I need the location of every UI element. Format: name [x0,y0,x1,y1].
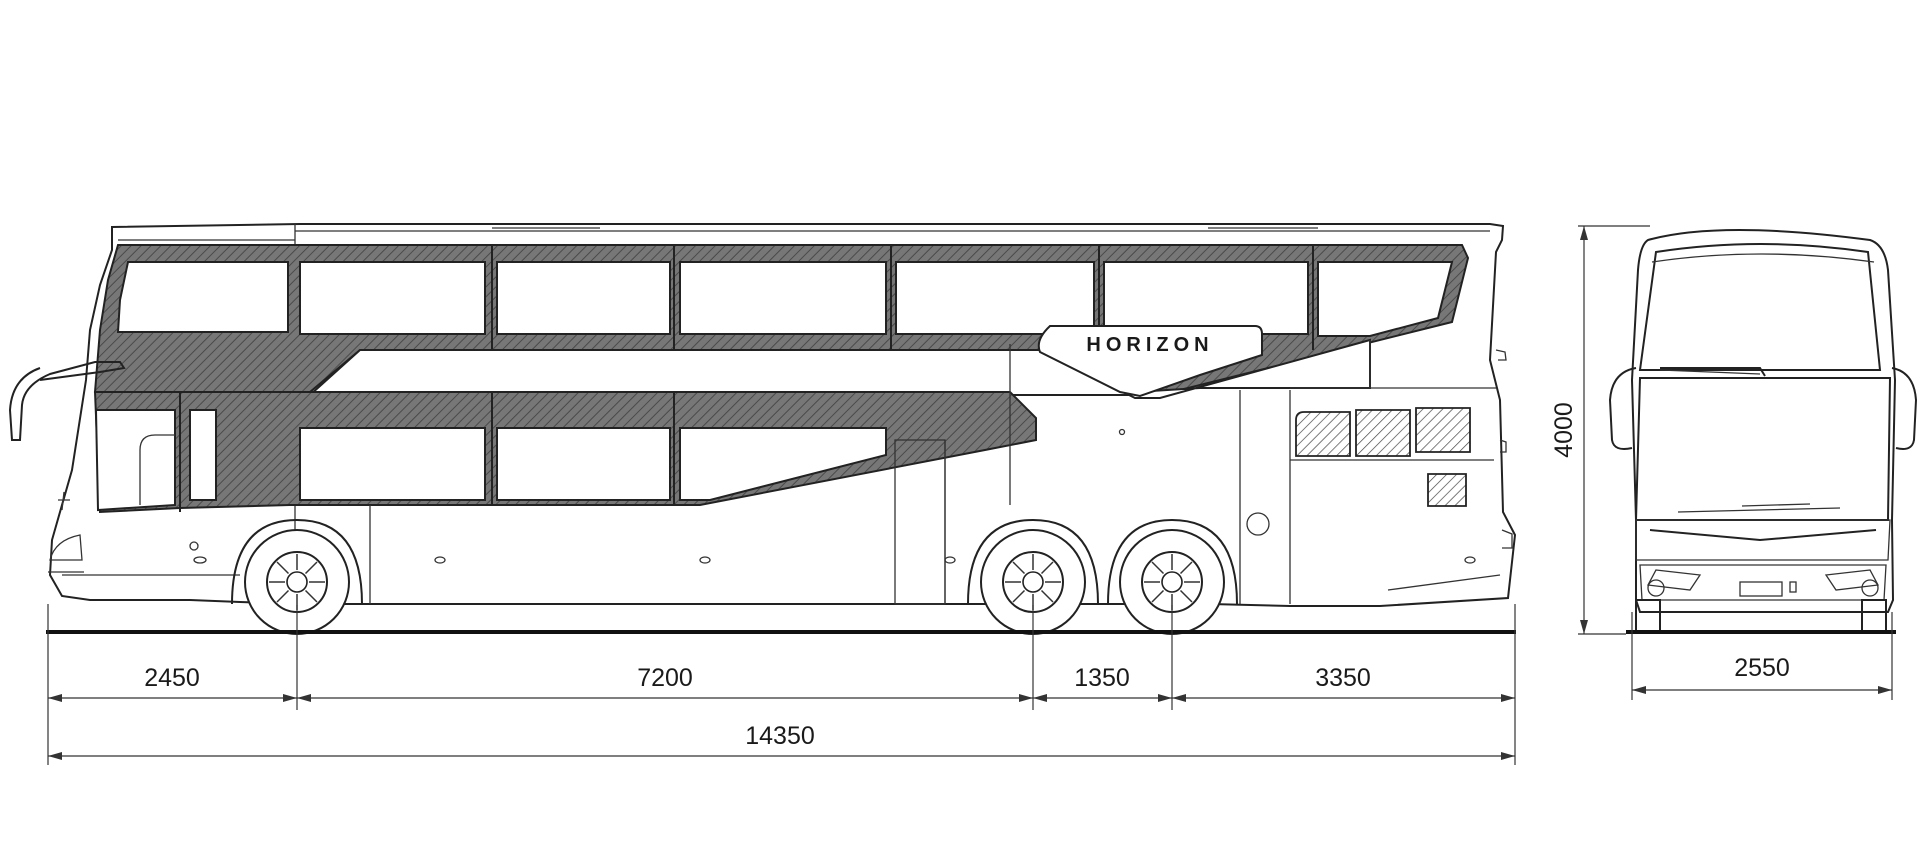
bus-side-view: HORIZON [8,223,1517,635]
front-dimensions: 4000 2550 [1550,225,1893,700]
wheelbase-label: 7200 [637,664,693,692]
overall-width-label: 2550 [1734,654,1790,682]
rear-overhang-label: 3350 [1315,664,1371,692]
length-dimensions: 2450 7200 1350 3350 14350 [47,604,1516,765]
overall-height-label: 4000 [1550,402,1578,458]
front-overhang-label: 2450 [144,664,200,692]
bus-front-view [1608,229,1918,634]
overall-length-label: 14350 [745,722,815,750]
ground-line [46,630,1516,634]
tandem-axle-label: 1350 [1074,664,1130,692]
brand-label: HORIZON [1086,334,1213,356]
